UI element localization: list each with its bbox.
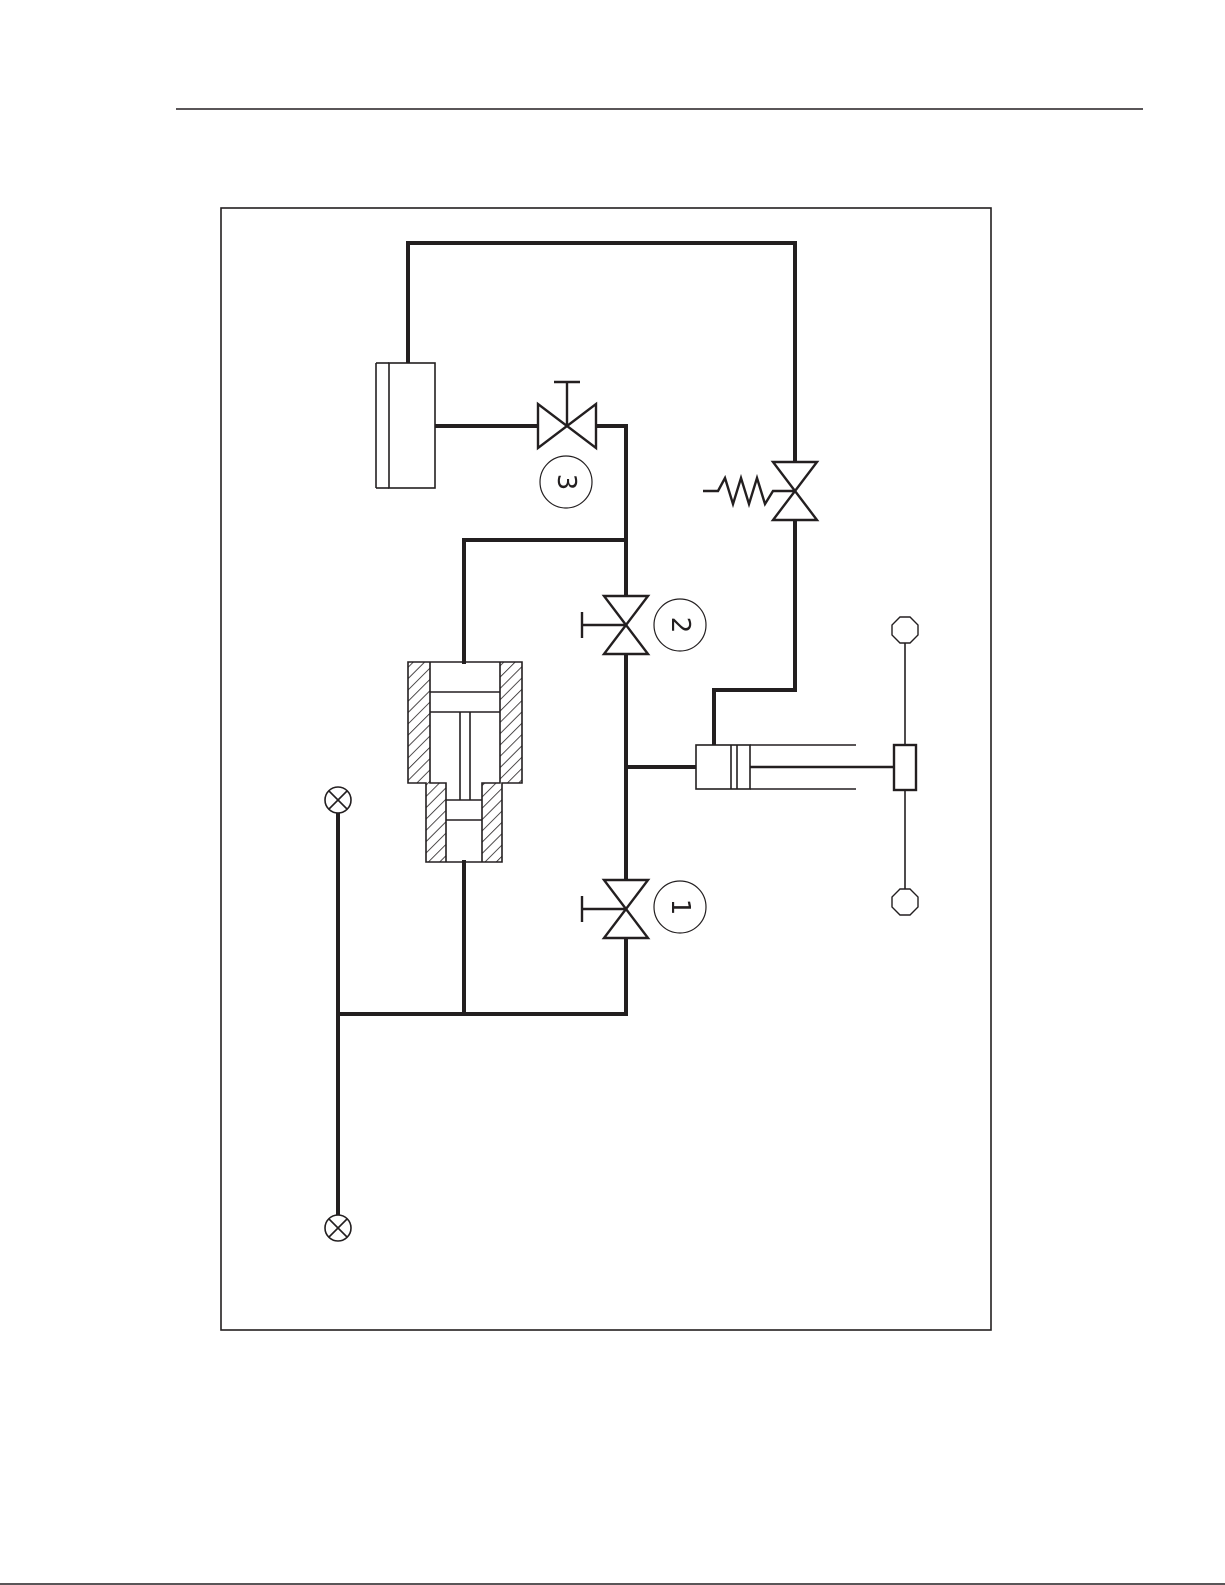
gauge-bottom-icon — [325, 1215, 351, 1241]
valve-3-label: 3 — [540, 456, 592, 508]
valve-1-number: 1 — [665, 899, 695, 916]
reservoir — [376, 363, 435, 488]
valve-2-number: 2 — [665, 617, 695, 634]
gauge-top-icon — [325, 787, 351, 813]
hand-valve-1 — [582, 880, 648, 938]
hydraulic-cylinder — [696, 745, 894, 789]
rod-end-connector — [894, 640, 916, 892]
hand-valve-2 — [582, 596, 648, 654]
terminal-top-icon — [892, 617, 918, 643]
valve-2-label: 2 — [654, 599, 706, 651]
terminal-bottom-icon — [892, 889, 918, 915]
pressure-intensifier — [408, 662, 522, 862]
relief-valve — [703, 462, 817, 520]
valve-3-number: 3 — [551, 474, 581, 491]
hand-valve-3 — [538, 382, 596, 448]
valve-1-label: 1 — [654, 881, 706, 933]
